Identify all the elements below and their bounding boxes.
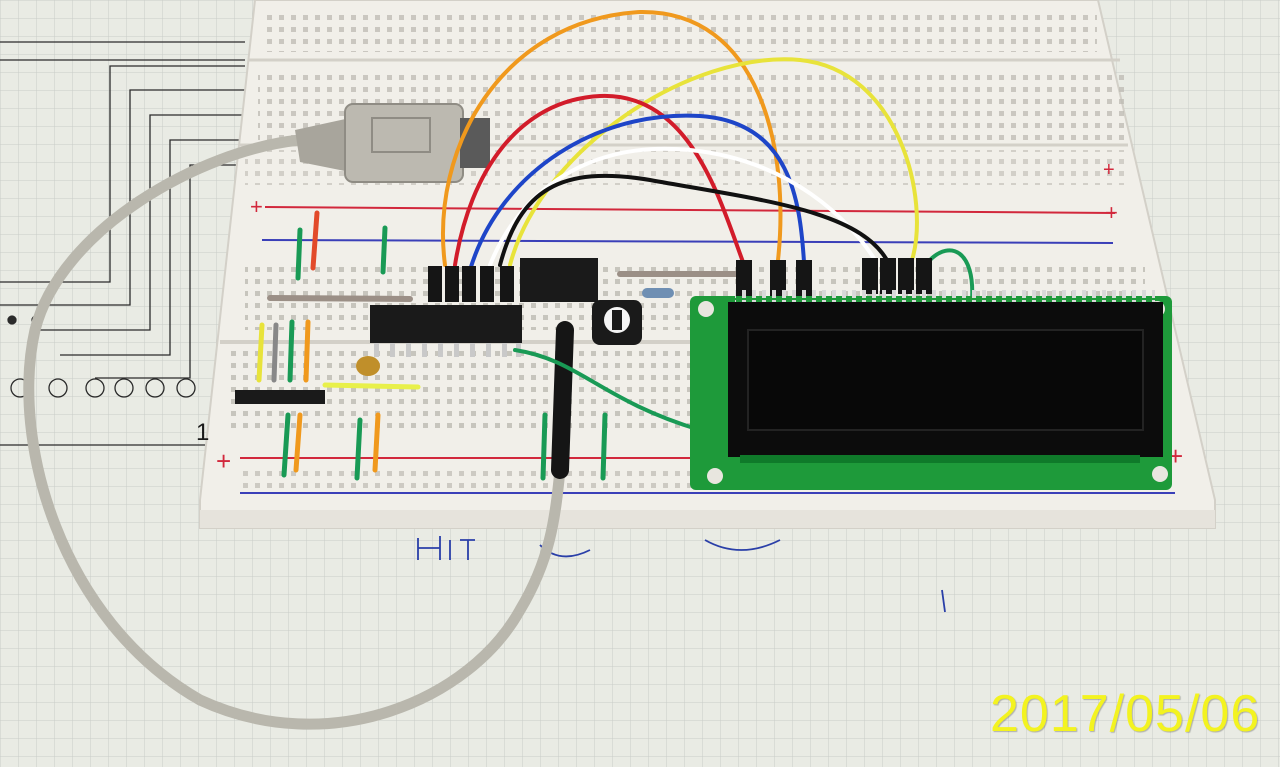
svg-text:+: + xyxy=(216,446,231,476)
potentiometer xyxy=(592,300,642,345)
microcontroller-chip xyxy=(370,258,598,357)
svg-text:+: + xyxy=(250,194,263,219)
svg-text:+: + xyxy=(1103,159,1115,181)
resistor xyxy=(642,288,674,298)
wire-connectors xyxy=(428,258,932,302)
gray-cable xyxy=(23,134,566,730)
mini-din-connector xyxy=(295,103,490,183)
jumper-wires xyxy=(256,210,741,481)
date-stamp: 2017/05/06 xyxy=(990,685,1261,743)
capacitor xyxy=(356,356,380,376)
heatshrink xyxy=(551,321,574,479)
pin-header xyxy=(235,390,325,404)
long-wires xyxy=(441,9,975,432)
svg-text:+: + xyxy=(1105,200,1118,225)
svg-text:1: 1 xyxy=(196,419,209,446)
lcd-module xyxy=(690,290,1172,490)
